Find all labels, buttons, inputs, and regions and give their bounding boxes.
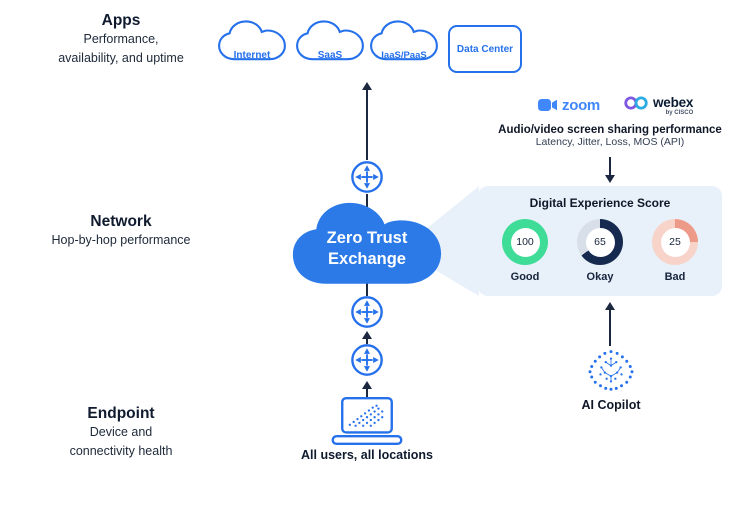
gauge-good-ring: 100 [502, 219, 548, 265]
gauge-good-hole: 100 [510, 227, 540, 257]
monitoring-arrow-line [609, 157, 611, 176]
gauge-bad: 25 Bad [647, 219, 703, 283]
connector-line-5 [366, 388, 368, 398]
webex-rings-icon [624, 95, 648, 110]
up-arrowhead-low [362, 381, 372, 389]
gauge-bad-label: Bad [664, 271, 686, 283]
cloud-icon [296, 20, 364, 61]
zoom-logo: zoom [538, 97, 600, 114]
panel-title: Digital Experience Score [529, 196, 671, 210]
cloud-icon [370, 20, 438, 61]
gauge-row: 100 Good 65 Okay 25 Bad [478, 219, 722, 283]
gauge-okay-value: 65 [594, 236, 606, 248]
up-arrowhead-mid [362, 331, 372, 339]
saas-label: SaaS [317, 50, 343, 61]
iaas-paas-label: IaaS/PaaS [381, 50, 427, 61]
monitoring-title-block: Audio/video screen sharing performance L… [480, 124, 740, 148]
digital-experience-panel: Digital Experience Score 100 Good 65 Oka… [478, 186, 722, 296]
connector-line-4 [366, 338, 368, 344]
router-icon [351, 161, 383, 193]
gauge-bad-ring: 25 [652, 219, 698, 265]
exchange-cloud-icon [292, 202, 442, 284]
vendor-logos: zoom webex by CISCO [538, 93, 722, 117]
gauge-good: 100 Good [497, 219, 553, 283]
zoom-camera-icon [538, 99, 557, 111]
monitoring-metrics: Latency, Jitter, Loss, MOS (API) [535, 136, 685, 148]
gauge-good-value: 100 [516, 236, 534, 248]
router-icon [351, 296, 383, 328]
network-title: Network [90, 213, 152, 230]
apps-title: Apps [101, 12, 141, 29]
section-endpoint: Endpoint Device and connectivity health [15, 405, 227, 461]
gauge-good-label: Good [510, 271, 540, 283]
gauge-okay-label: Okay [586, 271, 614, 283]
data-center-box: Data Center [448, 25, 522, 73]
endpoint-subtitle: Device and connectivity health [69, 425, 173, 458]
section-network: Network Hop-by-hop performance [15, 213, 227, 250]
monitoring-title: Audio/video screen sharing performance [498, 124, 722, 136]
webex-logo: webex by CISCO [622, 95, 693, 116]
webex-byline: by CISCO [665, 109, 694, 116]
saas-cloud: SaaS [295, 20, 365, 75]
cloud-icon [218, 20, 286, 61]
data-center-label: Data Center [456, 43, 514, 55]
gauge-okay-ring: 65 [577, 219, 623, 265]
network-subtitle: Hop-by-hop performance [51, 233, 191, 247]
webex-wordmark: webex [652, 94, 694, 110]
users-label: All users, all locations [301, 448, 433, 462]
ai-brain-icon [588, 350, 634, 391]
router-icon [351, 344, 383, 376]
connector-line-3 [366, 276, 368, 296]
webex-text-block: webex by CISCO [653, 95, 693, 116]
internet-cloud: Internet [217, 20, 287, 75]
apps-subtitle: Performance, availability, and uptime [58, 32, 184, 65]
connector-line-2 [366, 194, 368, 210]
gauge-bad-value: 25 [669, 236, 681, 248]
ai-copilot-label: AI Copilot [581, 398, 641, 412]
panel-callout-wedge [425, 186, 479, 296]
ai-arrow-line [609, 309, 611, 346]
gauge-okay-hole: 65 [585, 227, 615, 257]
endpoint-title: Endpoint [87, 405, 155, 422]
gauge-okay: 65 Okay [572, 219, 628, 283]
gauge-bad-hole: 25 [660, 227, 690, 257]
iaas-paas-cloud: IaaS/PaaS [369, 20, 439, 75]
zero-trust-exchange-cloud: Zero Trust Exchange [289, 198, 445, 290]
internet-label: Internet [233, 50, 271, 61]
section-apps: Apps Performance, availability, and upti… [15, 12, 227, 68]
exchange-label: Zero Trust Exchange [326, 229, 408, 268]
connector-line-1 [366, 90, 368, 160]
laptop-icon [331, 396, 403, 446]
down-arrowhead-monitoring [605, 175, 615, 183]
zoom-wordmark: zoom [562, 96, 600, 114]
up-arrowhead-ai [605, 302, 615, 310]
up-arrowhead-top [362, 82, 372, 90]
